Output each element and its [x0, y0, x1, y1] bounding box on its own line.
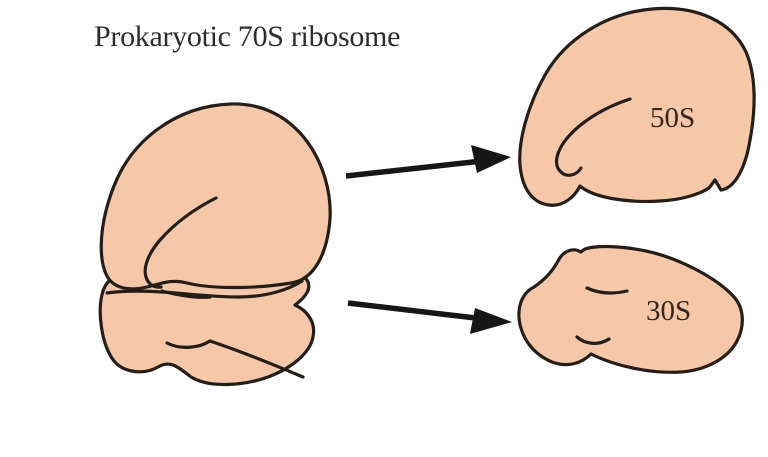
ribosome-70s-junction-line — [105, 279, 304, 299]
ribosome-70s-nose-fold-line — [143, 196, 218, 289]
upper-arrow-shaft — [345, 158, 483, 179]
diagram-title: Prokaryotic 70S ribosome — [94, 20, 401, 53]
ribosome-70s-small-subunit-fold-line — [165, 339, 305, 379]
subunit-30s-shape — [517, 244, 744, 374]
subunit-50s-shape — [518, 6, 756, 207]
subunit-30s-lower-fold-line — [575, 335, 611, 345]
subunit-30s-thumb-fold-line — [585, 286, 629, 295]
lower-arrow-head — [470, 308, 512, 334]
label-30s: 30S — [646, 295, 692, 327]
upper-right-arrow-icon — [345, 145, 511, 179]
upper-arrow-head — [471, 145, 511, 173]
subunit-50s-nose-fold-line — [554, 97, 632, 177]
lower-arrow-shaft — [347, 300, 485, 322]
label-50s: 50S — [650, 102, 696, 134]
ribosome-70s-large-subunit-shape — [99, 102, 332, 291]
lower-right-arrow-icon — [347, 300, 512, 334]
